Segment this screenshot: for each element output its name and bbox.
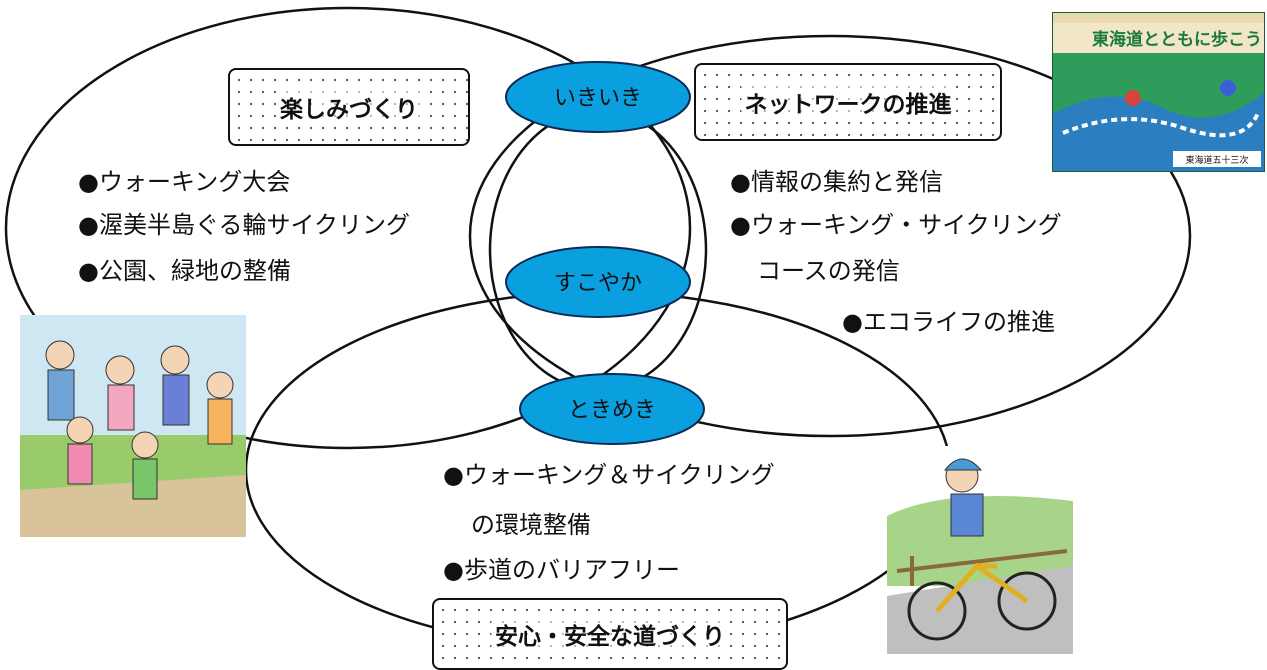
theme-safety-label: 安心・安全な道づくり — [491, 617, 729, 651]
left-item: ●ウォーキング大会 — [78, 168, 291, 196]
left-item: ●渥美半島ぐる輪サイクリング — [78, 211, 410, 239]
right-item: コースの発信 — [757, 257, 900, 285]
right-item: ●情報の集約と発信 — [730, 168, 943, 196]
bottom-item: の環境整備 — [471, 511, 591, 539]
theme-box-network: ネットワークの推進 — [694, 63, 1002, 141]
pill-ikiiki-label: いきいき — [554, 86, 642, 111]
pill-tokimeki-label: ときめき — [568, 398, 656, 423]
right-ellipse — [468, 34, 1192, 438]
poster-subtitle: 東海道五十三次 — [1185, 156, 1249, 166]
bottom-item: ●ウォーキング＆サイクリング — [443, 461, 775, 489]
pill-sukoyaka: すこやか — [505, 246, 691, 318]
cyclist-illustration — [887, 446, 1073, 654]
theme-fun-label: 楽しみづくり — [276, 90, 422, 124]
pill-ikiiki: いきいき — [505, 61, 691, 133]
left-ellipse — [4, 6, 692, 450]
theme-box-fun: 楽しみづくり — [228, 68, 470, 146]
theme-network-label: ネットワークの推進 — [740, 85, 956, 119]
theme-box-safety: 安心・安全な道づくり — [432, 598, 788, 670]
tokaido-poster-image: 東海道とともに歩こう 東海道五十三次 — [1052, 12, 1265, 172]
right-item: ●エコライフの推進 — [842, 308, 1055, 336]
pill-tokimeki: ときめき — [519, 373, 705, 445]
left-item: ●公園、緑地の整備 — [78, 257, 291, 285]
walkers-illustration — [20, 315, 246, 537]
pill-sukoyaka-label: すこやか — [554, 271, 642, 296]
poster-title: 東海道とともに歩こう — [1092, 30, 1262, 50]
bottom-item: ●歩道のバリアフリー — [443, 556, 680, 584]
right-item: ●ウォーキング・サイクリング — [730, 211, 1062, 239]
